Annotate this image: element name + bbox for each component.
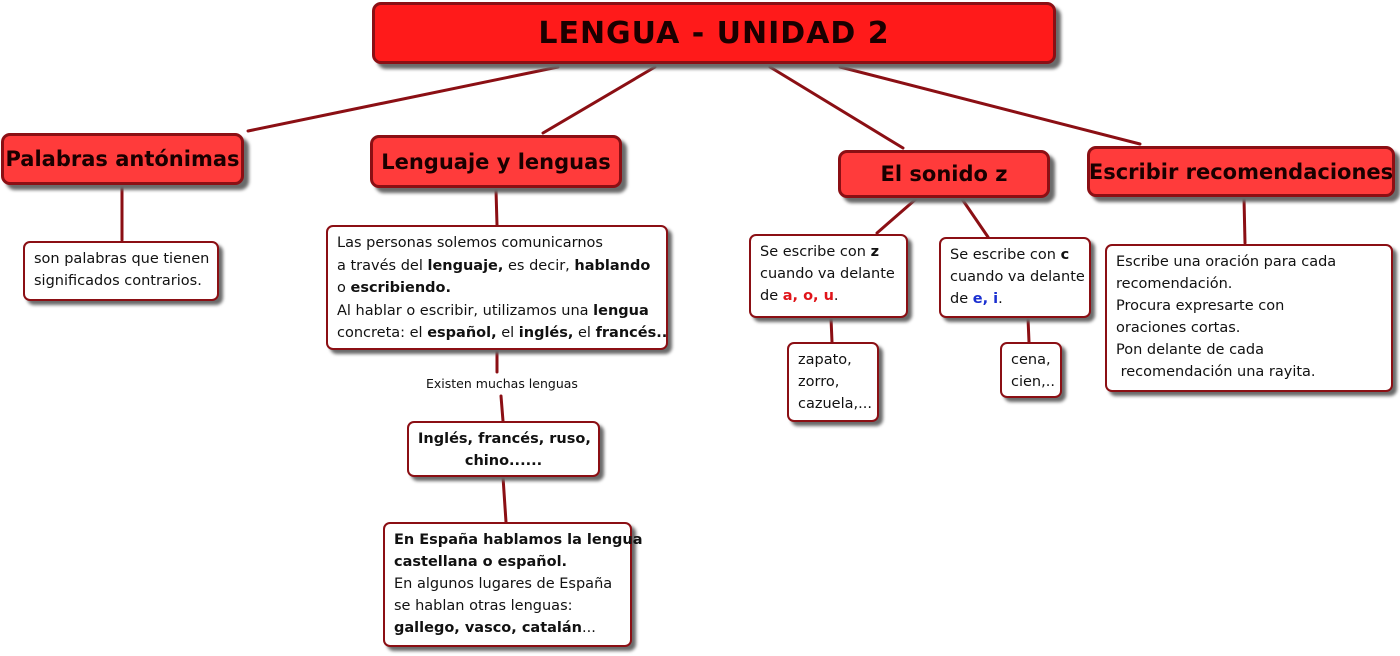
topic-escribir-recomendaciones[interactable]: Escribir recomendaciones <box>1087 146 1395 197</box>
note-espana: En España hablamos la lengua castellana … <box>383 522 643 647</box>
connector-root-sonido-z <box>768 65 905 150</box>
root-title: LENGUA - UNIDAD 2 <box>538 15 890 51</box>
connector-c-examples <box>1026 316 1031 344</box>
connector-lenguas-espana <box>501 475 508 524</box>
link-label-existen-lenguas: Existen muchas lenguas <box>426 376 578 391</box>
topic-palabras-antonimas[interactable]: Palabras antónimas <box>1 133 244 185</box>
note-recomendaciones: Escribe una oración para cada recomendac… <box>1105 244 1393 392</box>
topic-el-sonido-z[interactable]: El sonido z <box>838 150 1050 198</box>
topic-label: Palabras antónimas <box>5 147 240 171</box>
note-sonido-z: Se escribe con z cuando va delante de a,… <box>749 234 908 318</box>
note-z-ejemplos: zapato, zorro, cazuela,... <box>787 342 879 422</box>
connector-z-examples <box>829 316 834 344</box>
connector-sonido-z-note <box>875 197 918 235</box>
connector-label-lenguas <box>499 394 505 423</box>
note-c-ejemplos: cena, cien,.. <box>1000 342 1062 398</box>
connector-root-lenguaje <box>541 65 657 135</box>
note-antonimas: son palabras que tienen significados con… <box>23 241 219 301</box>
topic-label: Escribir recomendaciones <box>1088 159 1394 184</box>
connector-root-antonimas <box>246 65 560 133</box>
connector-lenguaje-note <box>494 188 499 227</box>
connector-root-recomendaciones <box>838 65 1142 146</box>
connector-sonido-c-note <box>960 197 990 239</box>
topic-label: El sonido z <box>880 162 1008 186</box>
note-sonido-c: Se escribe con c cuando va delante de e,… <box>939 237 1091 318</box>
connector-recomendaciones-note <box>1242 196 1247 245</box>
note-lenguas-ejemplos: Inglés, francés, ruso, chino...... <box>407 421 600 477</box>
root-title-node[interactable]: LENGUA - UNIDAD 2 <box>372 2 1056 64</box>
topic-lenguaje-y-lenguas[interactable]: Lenguaje y lenguas <box>370 135 622 188</box>
note-lenguaje: Las personas solemos comunicarnos a trav… <box>326 225 668 350</box>
topic-label: Lenguaje y lenguas <box>381 149 611 174</box>
